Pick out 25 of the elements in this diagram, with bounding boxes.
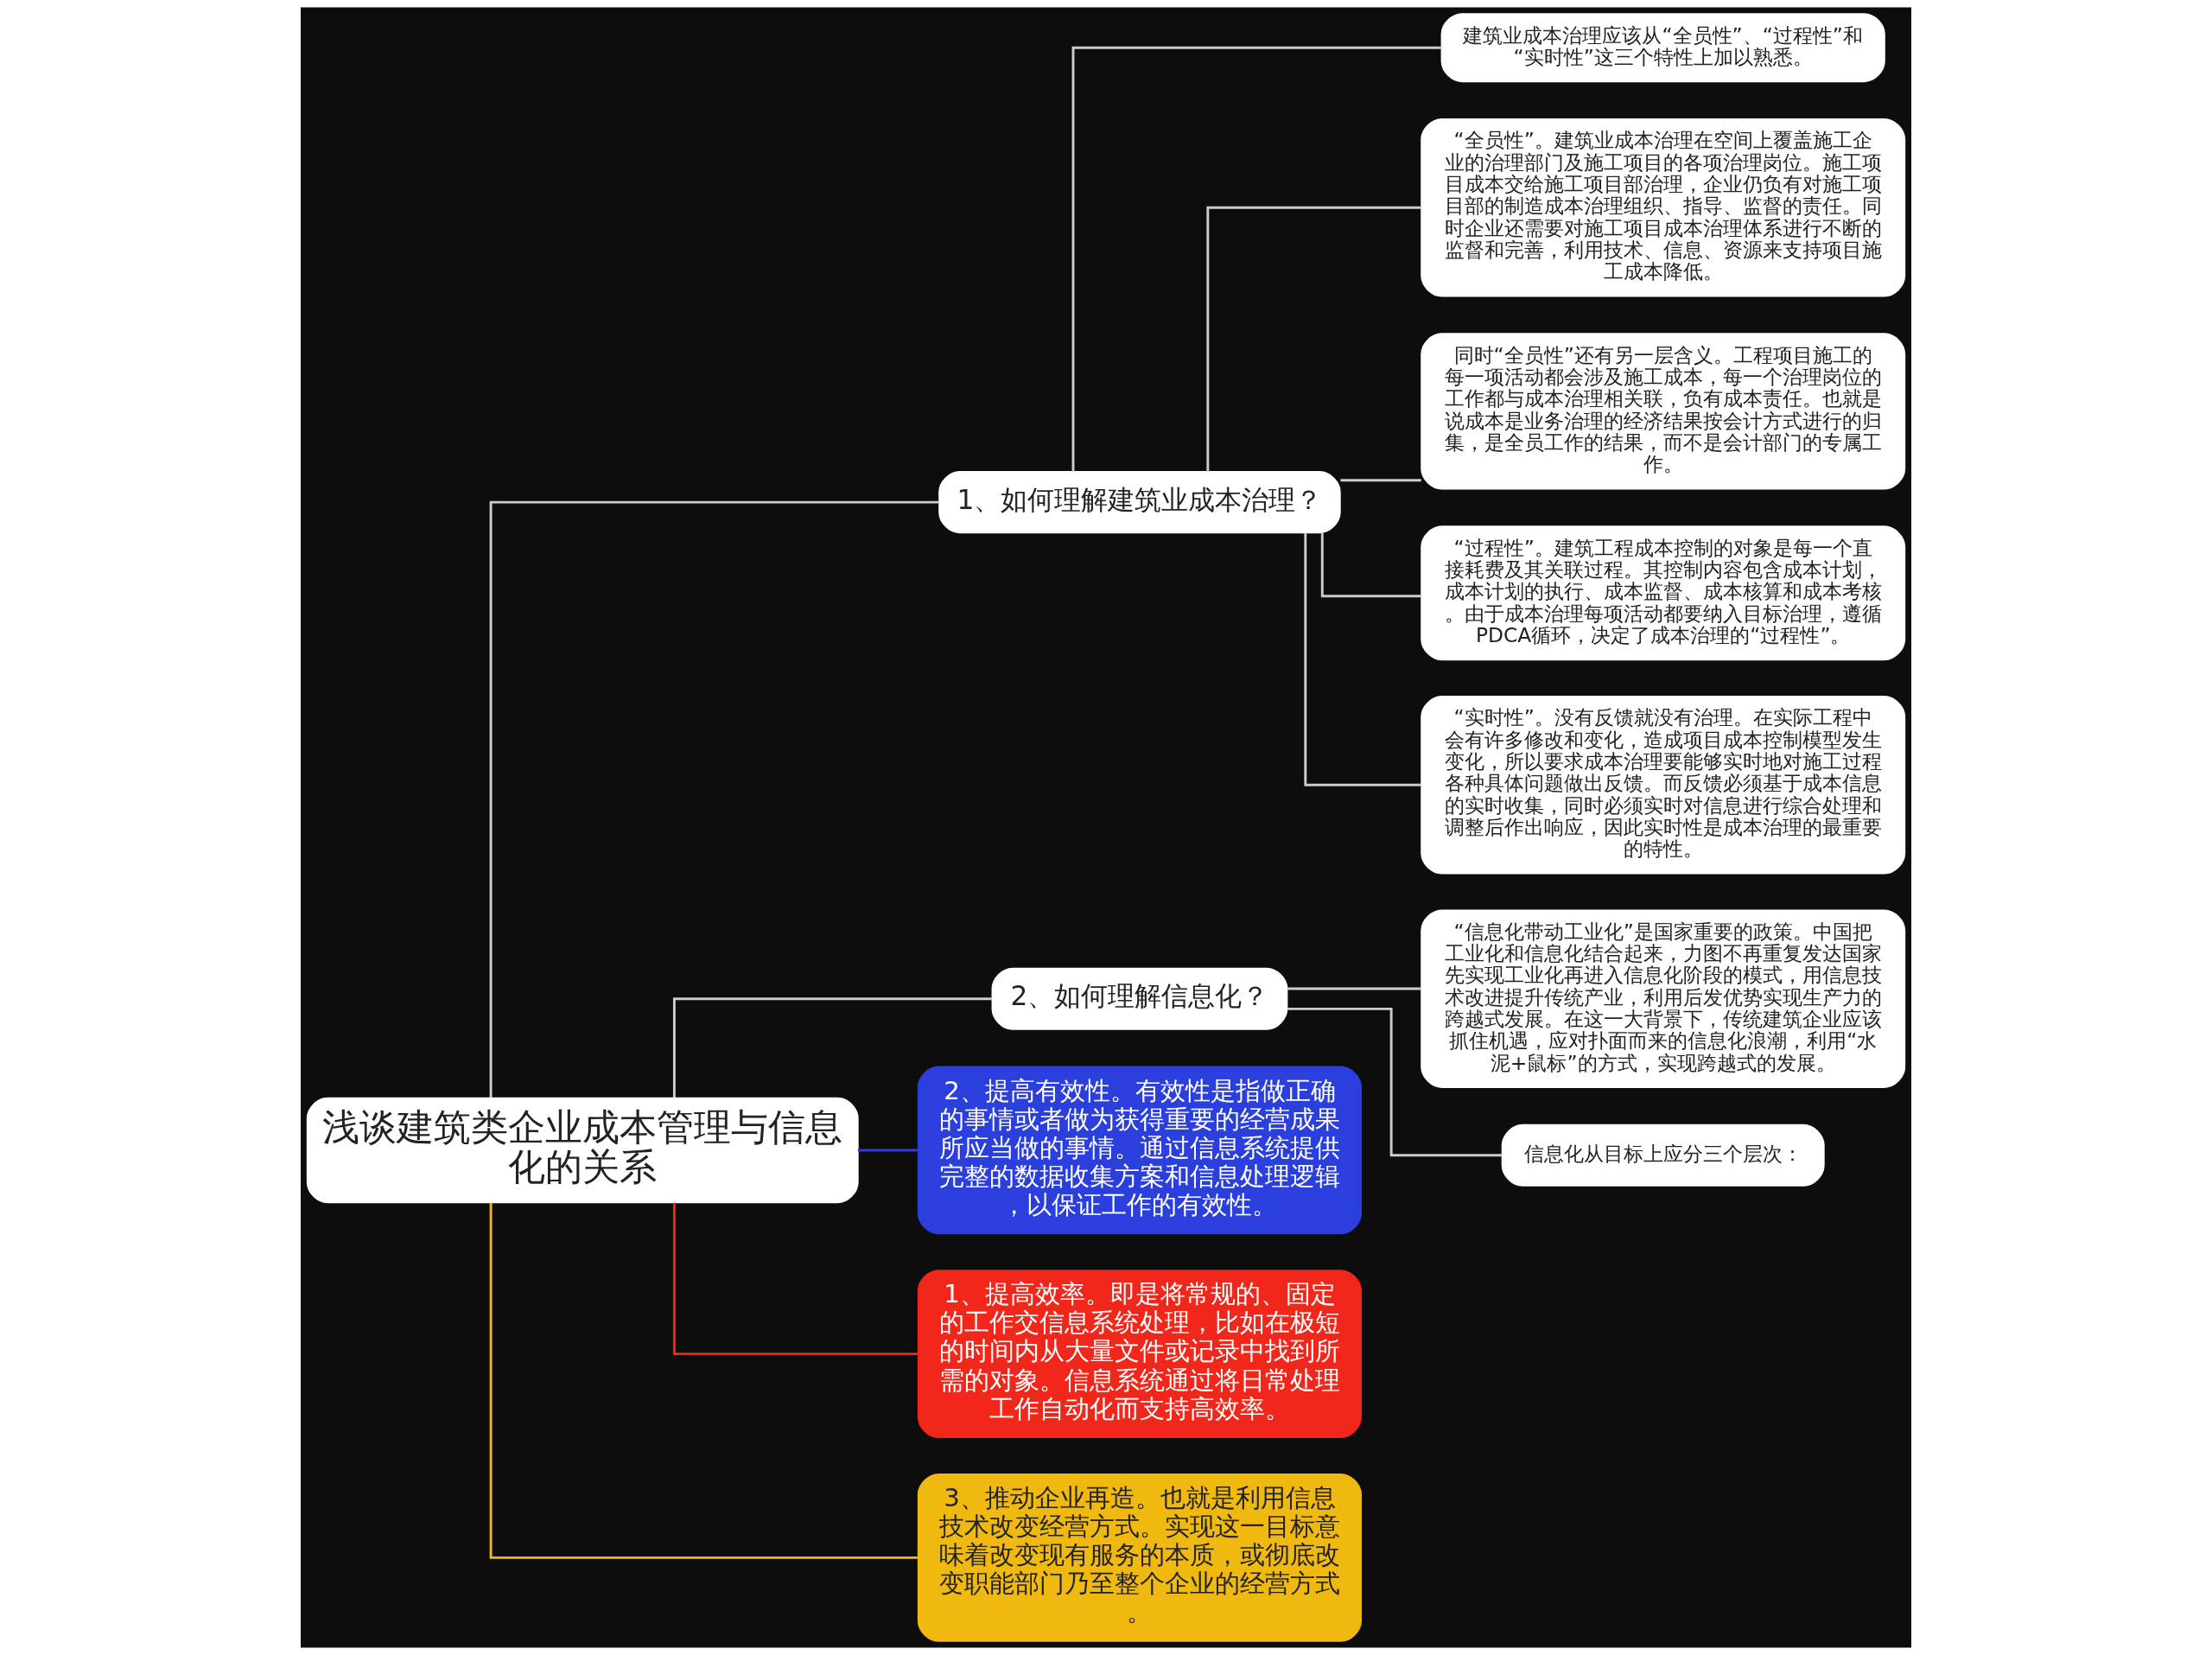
node-box: 1、提高效率。即是将常规的、固定的工作交信息系统处理，比如在极短的时间内从大量文件或记录中找到所需的对象。信息系统通过将日常处理工作自动化而支持高效率。	[917, 1270, 1363, 1439]
connector	[489, 500, 940, 1098]
node-box: 建筑业成本治理应该从“全员性”、“过程性”和“实时性”这三个特性上加以熟悉。	[1440, 13, 1885, 83]
connector	[1340, 479, 1421, 482]
node-box: 3、推动企业再造。也就是利用信息技术改变经营方式。实现这一目标意味着改变现有服务的本质，或彻底改变职能部门乃至整个企业的经营方式。	[917, 1473, 1363, 1642]
node-box: “实时性”。没有反馈就没有治理。在实际工程中会有许多修改和变化，造成项目成本控制模型发生变化，所以要求成本治理要能够实时地对施工过程各种具体问题做出反馈。而反馈必须基于成本信息的实时收集，同时必须实时对信息进行综合处理和调整后作出响应，因此实时性是成本治理的最重要的特性。	[1421, 696, 1906, 875]
connector	[1287, 1007, 1503, 1157]
node-box: “信息化带动工业化”是国家重要的政策。中国把工业化和信息化结合起来，力图不再重复发达国家先实现工业化再进入信息化阶段的模式，用信息技术改进提升传统产业，利用后发优势实现生产力的跨越式发展。在这一大背景下，传统建筑企业应该抓住机遇，应对扑面而来的信息化浪潮，利用“水泥+鼠标”的方式，实现跨越式的发展。	[1421, 909, 1906, 1088]
connector	[857, 1149, 918, 1152]
node-box: 同时“全员性”还有另一层含义。工程项目施工的每一项活动都会涉及施工成本，每一个治理岗位的工作都与成本治理相关联，负有成本责任。也就是说成本是业务治理的经济结果按会计方式进行的归集，是全员工作的结果，而不是会计部门的专属工作。	[1421, 333, 1906, 490]
node-box: “过程性”。建筑工程成本控制的对象是每一个直接耗费及其关联过程。其控制内容包含成本计划，成本计划的执行、成本监督、成本核算和成本考核。由于成本治理每项活动都要纳入目标治理，遵循PDCA循环，决定了成本治理的“过程性”。	[1421, 525, 1906, 661]
node-box: 1、如何理解建筑业成本治理？	[938, 471, 1341, 534]
node-box: 浅谈建筑类企业成本管理与信息化的关系	[306, 1097, 859, 1204]
connector	[1071, 46, 1442, 472]
connector	[1206, 206, 1422, 472]
connector	[672, 1202, 918, 1356]
node-box: 信息化从目标上应分三个层次：	[1501, 1123, 1825, 1187]
connector	[1304, 532, 1422, 786]
connector	[1287, 987, 1422, 990]
node-box: “全员性”。建筑业成本治理在空间上覆盖施工企业的治理部门及施工项目的各项治理岗位。施工项目成本交给施工项目部治理，企业仍负有对施工项目部的制造成本治理组织、指导、监督的责任。同时企业还需要对施工项目成本治理体系进行不断的监督和完善，利用技术、信息、资源来支持项目施工成本降低。	[1421, 118, 1906, 297]
connector	[489, 1202, 918, 1559]
connector	[1320, 532, 1421, 598]
connector	[672, 997, 992, 1098]
node-box: 2、如何理解信息化？	[991, 967, 1288, 1030]
node-box: 2、提高有效性。有效性是指做正确的事情或者做为获得重要的经营成果所应当做的事情。通过信息系统提供完整的数据收集方案和信息处理逻辑，以保证工作的有效性。	[917, 1066, 1363, 1235]
